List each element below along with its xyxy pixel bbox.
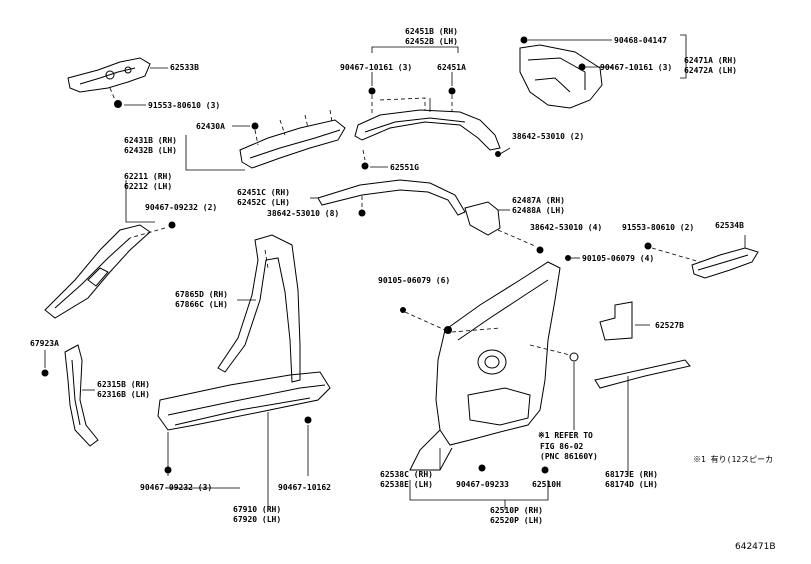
label-90467-10161-3-b: 90467-10161 (3) (600, 63, 673, 72)
part-62451c-drawing (310, 179, 466, 217)
label-91553-80610-3: 91553-80610 (3) (148, 101, 221, 110)
label-62538c-rh: 62538C (RH) (380, 470, 433, 479)
part-62315b-drawing (41, 344, 99, 447)
part-67865d-drawing (217, 234, 301, 383)
label-90467-09232-2: 90467-09232 (2) (145, 203, 218, 212)
part-62431b-drawing (185, 109, 346, 171)
label-62533b: 62533B (170, 63, 199, 72)
figure-id: 642471B (735, 542, 776, 552)
label-67920-lh: 67920 (LH) (233, 515, 282, 524)
label-62211-rh: 62211 (RH) (124, 172, 173, 181)
label-refer-line-1: ※1 REFER TO (538, 431, 593, 440)
label-67923a: 67923A (30, 339, 59, 348)
label-67910-rh: 67910 (RH) (233, 505, 282, 514)
part-62510p-drawing (400, 255, 580, 510)
part-62451b-drawing (354, 98, 511, 170)
label-90467-10161-3-a: 90467-10161 (3) (340, 63, 413, 72)
label-62487a-rh: 62487A (RH) (512, 196, 565, 205)
label-90468-04147: 90468-04147 (614, 36, 667, 45)
label-62520p-lh: 62520P (LH) (490, 516, 543, 525)
label-62451b-rh: 62451B (RH) (405, 27, 458, 36)
part-62527b-drawing (599, 301, 650, 341)
part-68173e-drawing (594, 359, 691, 475)
label-62538e-lh: 62538E (LH) (380, 480, 433, 489)
label-62316b-lh: 62316B (LH) (97, 390, 150, 399)
label-90467-10162: 90467-10162 (278, 483, 331, 492)
part-67910-drawing (157, 371, 331, 510)
part-62534b-drawing (644, 235, 759, 279)
label-speaker-note: ※1 有り(12スピーカ (693, 455, 774, 464)
label-68174d-lh: 68174D (LH) (605, 480, 658, 489)
label-62452c-lh: 62452C (LH) (237, 198, 290, 207)
label-90467-09232-3: 90467-09232 (3) (140, 483, 213, 492)
label-38642-53010-2: 38642-53010 (2) (512, 132, 585, 141)
label-refer-line-2: FIG 86-02 (540, 442, 584, 451)
label-62430a: 62430A (196, 122, 225, 131)
label-62551g: 62551G (390, 163, 419, 172)
part-62211-drawing (44, 180, 176, 319)
label-90105-06079-4: 90105-06079 (4) (582, 254, 655, 263)
label-68173e-rh: 68173E (RH) (605, 470, 658, 479)
label-62451c-rh: 62451C (RH) (237, 188, 290, 197)
label-90467-09233: 90467-09233 (456, 480, 509, 489)
label-62432b-lh: 62432B (LH) (124, 146, 177, 155)
label-67865d-rh: 67865D (RH) (175, 290, 228, 299)
label-refer-line-3: (PNC 86160Y) (540, 452, 598, 461)
label-91553-80610-2: 91553-80610 (2) (622, 223, 695, 232)
label-62510h: 62510H (532, 480, 561, 489)
label-62212-lh: 62212 (LH) (124, 182, 173, 191)
label-62452b-lh: 62452B (LH) (405, 37, 458, 46)
label-38642-53010-8: 38642-53010 (8) (267, 209, 340, 218)
part-62471a-drawing (519, 34, 687, 109)
label-62472a-lh: 62472A (LH) (684, 66, 737, 75)
label-62510p-rh: 62510P (RH) (490, 506, 543, 515)
label-62527b: 62527B (655, 321, 684, 330)
label-62471a-rh: 62471A (RH) (684, 56, 737, 65)
label-67866c-lh: 67866C (LH) (175, 300, 228, 309)
label-62315b-rh: 62315B (RH) (97, 380, 150, 389)
label-62534b: 62534B (715, 221, 744, 230)
part-62487a-drawing (464, 201, 544, 254)
label-90105-06079-6: 90105-06079 (6) (378, 276, 451, 285)
label-38642-53010-4: 38642-53010 (4) (530, 223, 603, 232)
label-62488a-lh: 62488A (LH) (512, 206, 565, 215)
part-62451-group-leads (368, 46, 459, 115)
label-62451a: 62451A (437, 63, 466, 72)
part-62533b-drawing (67, 57, 168, 108)
label-62431b-rh: 62431B (RH) (124, 136, 177, 145)
